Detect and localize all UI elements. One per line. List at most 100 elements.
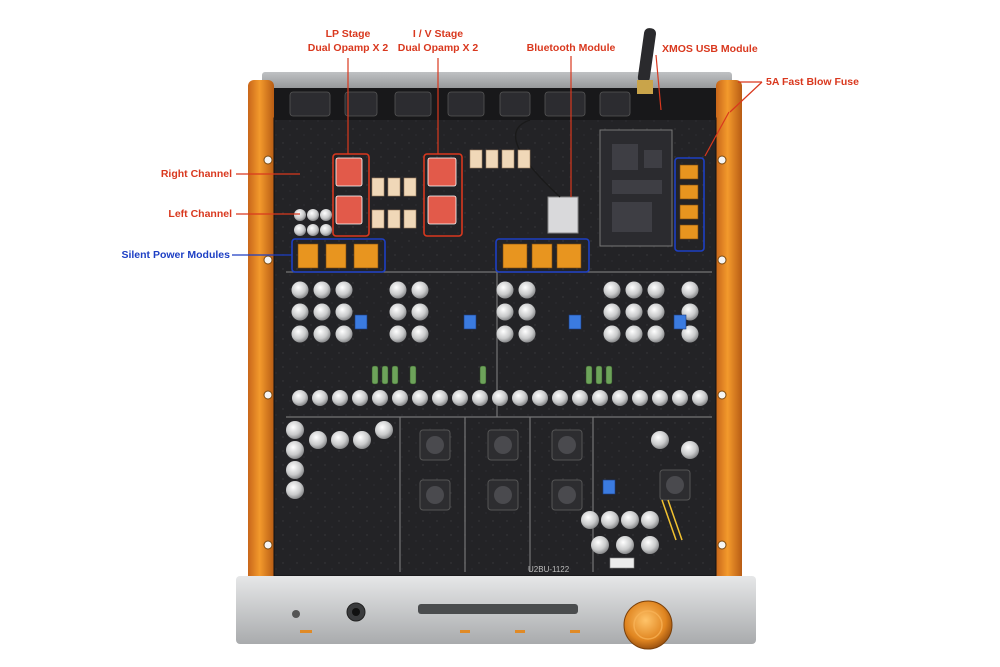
- bluetooth-label: Bluetooth Module: [526, 42, 616, 54]
- iv-stage-box: [423, 153, 463, 237]
- capacitor: [335, 281, 353, 299]
- capacitor: [412, 390, 428, 406]
- capacitor: [313, 303, 331, 321]
- capacitor: [532, 390, 548, 406]
- inductor-core: [494, 436, 512, 454]
- bluetooth-chip: [547, 196, 579, 234]
- silent-power-box-right: [495, 238, 590, 273]
- capacitor: [681, 441, 699, 459]
- chassis: [236, 28, 756, 650]
- capacitor: [518, 303, 536, 321]
- capacitor: [581, 511, 599, 529]
- capacitor: [603, 281, 621, 299]
- capacitor: [601, 511, 619, 529]
- inductor-core: [558, 486, 576, 504]
- capacitor: [496, 325, 514, 343]
- leader-lines: [236, 54, 763, 215]
- capacitor: [621, 511, 639, 529]
- capacitor: [572, 390, 588, 406]
- capacitor: [472, 390, 488, 406]
- capacitor: [286, 481, 304, 499]
- inductor-core: [426, 436, 444, 454]
- capacitor: [625, 281, 643, 299]
- volume-knob: [623, 600, 673, 650]
- silent-power-label: Silent Power Modules: [121, 249, 230, 261]
- capacitor: [313, 325, 331, 343]
- antenna: [637, 28, 657, 94]
- capacitor: [375, 421, 393, 439]
- capacitor: [352, 390, 368, 406]
- right-side-panel: [716, 80, 742, 582]
- lower-power-section: [286, 421, 699, 554]
- fuse-label: 5A Fast Blow Fuse: [766, 76, 859, 88]
- capacitor: [681, 281, 699, 299]
- capacitor: [692, 390, 708, 406]
- capacitor: [312, 390, 328, 406]
- capacitor: [647, 325, 665, 343]
- capacitor: [641, 536, 659, 554]
- board-silkscreen: U2BU-1122: [528, 565, 570, 574]
- inductor-core: [494, 486, 512, 504]
- right-channel-label: Right Channel: [160, 168, 232, 180]
- capacitor: [612, 390, 628, 406]
- capacitor: [291, 325, 309, 343]
- capacitor: [286, 461, 304, 479]
- iv-stage-label: I / V Stage Dual Opamp X 2: [390, 27, 486, 55]
- capacitor: [641, 511, 659, 529]
- inductor-core: [666, 476, 684, 494]
- xmos-label: XMOS USB Module: [662, 43, 758, 55]
- lp-stage-label: LP Stage Dual Opamp X 2: [298, 27, 398, 55]
- capacitor: [603, 303, 621, 321]
- capacitor: [291, 281, 309, 299]
- capacitor: [389, 303, 407, 321]
- capacitor: [496, 281, 514, 299]
- capacitor: [603, 325, 621, 343]
- capacitor: [411, 303, 429, 321]
- capacitor: [552, 390, 568, 406]
- capacitor: [332, 390, 348, 406]
- capacitor: [651, 431, 669, 449]
- capacitor: [309, 431, 327, 449]
- capacitor: [313, 281, 331, 299]
- capacitor: [647, 303, 665, 321]
- capacitor: [616, 536, 634, 554]
- capacitor: [681, 325, 699, 343]
- lp-stage-line1: LP Stage: [325, 28, 371, 40]
- capacitor: [335, 325, 353, 343]
- back-panel: [262, 72, 732, 92]
- capacitor: [335, 303, 353, 321]
- front-display-slot: [418, 604, 578, 614]
- lp-stage-line2: Dual Opamp X 2: [307, 42, 389, 54]
- capacitor: [518, 325, 536, 343]
- capacitor: [632, 390, 648, 406]
- capacitor: [389, 281, 407, 299]
- capacitor: [331, 431, 349, 449]
- capacitor: [286, 441, 304, 459]
- capacitor: [432, 390, 448, 406]
- capacitor: [625, 303, 643, 321]
- fuse-box: [674, 157, 705, 252]
- capacitor: [411, 281, 429, 299]
- capacitor: [372, 390, 388, 406]
- iv-stage-line2: Dual Opamp X 2: [397, 42, 479, 54]
- capacitor: [492, 390, 508, 406]
- capacitor: [496, 303, 514, 321]
- left-channel-label: Left Channel: [168, 208, 232, 220]
- capacitor: [591, 536, 609, 554]
- capacitor: [291, 303, 309, 321]
- capacitor: [389, 325, 407, 343]
- iv-stage-line1: I / V Stage: [412, 28, 464, 40]
- lp-stage-box: [332, 153, 370, 237]
- capacitor: [452, 390, 468, 406]
- capacitor: [392, 390, 408, 406]
- capacitor: [592, 390, 608, 406]
- capacitor: [286, 421, 304, 439]
- capacitor: [411, 325, 429, 343]
- inductor-core: [558, 436, 576, 454]
- inductor-core: [426, 486, 444, 504]
- left-side-panel: [248, 80, 274, 582]
- capacitor: [292, 390, 308, 406]
- capacitor: [518, 281, 536, 299]
- capacitor: [353, 431, 371, 449]
